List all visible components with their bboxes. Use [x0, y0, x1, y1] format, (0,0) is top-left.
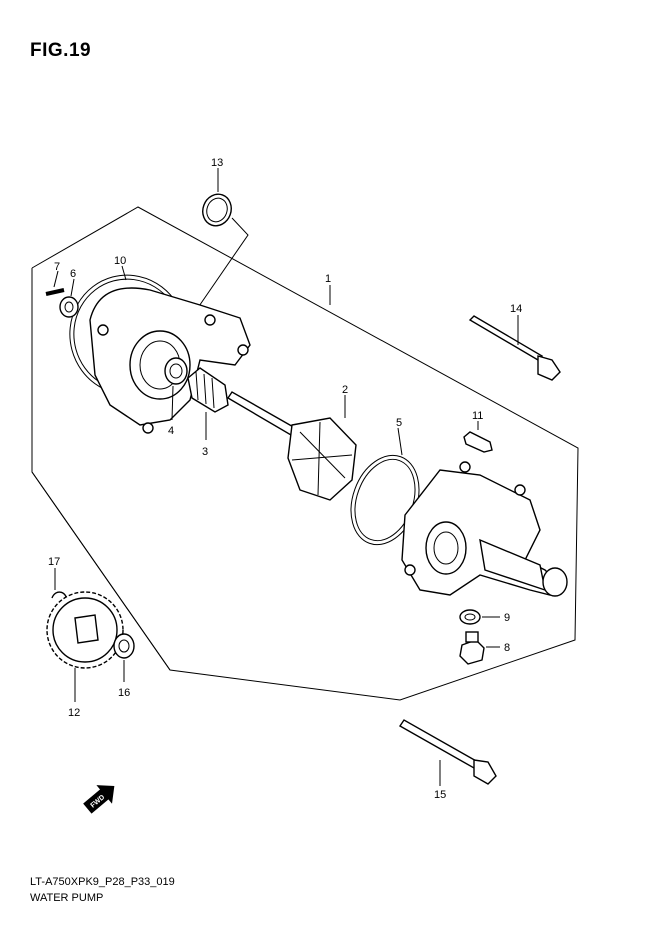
part-3-mechanical-seal[interactable]: [187, 367, 229, 440]
callout-3: 3: [202, 446, 208, 458]
figure-name: WATER PUMP: [30, 892, 104, 904]
callout-4: 4: [168, 425, 174, 437]
part-4-oil-seal[interactable]: [164, 357, 188, 421]
callout-8: 8: [504, 642, 510, 654]
part-12-gear[interactable]: [46, 591, 124, 702]
part-9-washer[interactable]: [459, 609, 500, 625]
callout-5: 5: [396, 417, 402, 429]
part-13-o-ring[interactable]: [194, 190, 249, 313]
callout-13: 13: [211, 157, 223, 169]
part-8-drain-bolt[interactable]: [459, 631, 500, 665]
callout-12: 12: [68, 707, 80, 719]
callout-7: 7: [54, 261, 60, 273]
part-1-pump-case[interactable]: [401, 461, 568, 597]
callout-17: 17: [48, 556, 60, 568]
callout-6: 6: [70, 268, 76, 280]
callout-16: 16: [118, 687, 130, 699]
callout-1: 1: [325, 273, 331, 285]
callout-2: 2: [342, 384, 348, 396]
figure-code: LT-A750XPK9_P28_P33_019: [30, 876, 175, 888]
figure-title: FIG.19: [30, 40, 92, 61]
part-16-washer[interactable]: [113, 633, 135, 682]
callout-9: 9: [504, 612, 510, 624]
part-6-washer[interactable]: [59, 278, 79, 318]
part-7-pin[interactable]: [45, 270, 65, 296]
part-11-screw[interactable]: [463, 421, 493, 453]
assembly-outline: [31, 206, 579, 701]
part-15-bolt[interactable]: [399, 719, 497, 786]
forward-arrow-icon: FWD: [83, 785, 115, 814]
part-14-bolt[interactable]: [468, 315, 561, 381]
part-2-impeller-shaft[interactable]: [227, 391, 357, 501]
callout-10: 10: [114, 255, 126, 267]
callout-14: 14: [510, 303, 522, 315]
callout-11: 11: [472, 410, 483, 422]
part-1-pump-cover[interactable]: [89, 287, 251, 434]
callout-15: 15: [434, 789, 446, 801]
